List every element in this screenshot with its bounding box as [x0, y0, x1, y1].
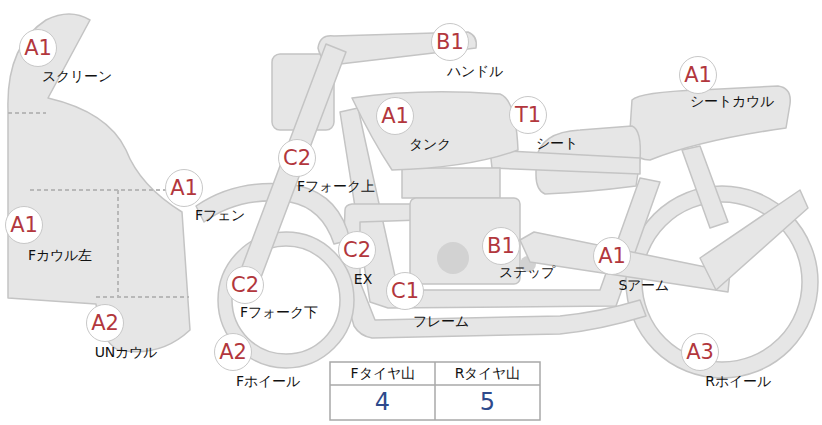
table-header: Rタイヤ山: [435, 362, 540, 385]
front-cowl: [8, 14, 190, 352]
part-name: ハンドル: [447, 62, 503, 80]
grade-callout: B1ハンドル: [431, 23, 469, 61]
grade-callout: A1シートカウル: [679, 56, 717, 94]
part-name: Rホイール: [705, 372, 771, 390]
table-value: 4: [330, 385, 435, 420]
engine-head: [402, 168, 500, 198]
part-name: ステップ: [499, 263, 555, 281]
grade-code: A1: [19, 29, 57, 67]
grade-callout: A1スクリーン: [19, 29, 57, 67]
fuel-tank: [352, 92, 518, 170]
engine-cover: [437, 242, 469, 274]
grade-callout: B1ステップ: [482, 227, 520, 265]
grade-callout: C2Fフォーク上: [278, 139, 316, 177]
cowl-section-line: [8, 112, 46, 114]
grade-callout: C2EX: [338, 231, 376, 269]
grade-code: T1: [509, 96, 547, 134]
table-value: 5: [435, 385, 540, 420]
front-fork: [234, 44, 346, 296]
grade-code: C2: [278, 139, 316, 177]
cowl-section-line: [30, 189, 170, 191]
grade-code: C1: [386, 272, 424, 310]
grade-code: C2: [338, 231, 376, 269]
part-name: シート: [536, 134, 578, 152]
grade-code: A1: [5, 206, 43, 244]
cowl-section-line: [117, 190, 119, 296]
frame-rail: [490, 150, 640, 174]
tyre-table: [330, 362, 540, 420]
part-name: タンク: [409, 135, 451, 153]
grade-callout: T1シート: [509, 96, 547, 134]
part-name: Fフォーク下: [240, 303, 318, 321]
rear-shock: [682, 146, 728, 228]
grade-code: A1: [376, 97, 414, 135]
seat-cowl: [630, 86, 790, 160]
grade-code: A2: [86, 304, 124, 342]
grade-callout: A2UNカウル: [86, 304, 124, 342]
grade-callout: C1フレーム: [386, 272, 424, 310]
part-name: スクリーン: [42, 67, 112, 85]
part-name: EX: [354, 270, 372, 288]
part-name: Fフォーク上: [297, 177, 375, 195]
grade-code: A2: [214, 333, 252, 371]
part-name: Sアーム: [619, 276, 670, 294]
grade-callout: A1Fカウル左: [5, 206, 43, 244]
part-name: Fホイール: [236, 372, 300, 390]
table-header: Fタイヤ山: [330, 362, 435, 385]
grade-code: A1: [593, 237, 631, 275]
grade-callout: A1Sアーム: [593, 237, 631, 275]
grade-callout: A1タンク: [376, 97, 414, 135]
table-rule: [434, 362, 436, 420]
part-name: フレーム: [413, 312, 469, 330]
grade-code: C2: [226, 266, 264, 304]
part-name: シートカウル: [690, 92, 774, 110]
part-name: UNカウル: [95, 343, 158, 361]
grade-code: A1: [165, 169, 203, 207]
part-name: Fカウル左: [28, 246, 92, 264]
grade-callout: A2Fホイール: [214, 333, 252, 371]
grade-callout: A3Rホイール: [681, 333, 719, 371]
grade-code: B1: [482, 227, 520, 265]
part-name: Fフェン: [195, 206, 245, 224]
grade-callout: C2Fフォーク下: [226, 266, 264, 304]
grade-code: A3: [681, 333, 719, 371]
grade-code: A1: [679, 56, 717, 94]
grade-callout: A1Fフェン: [165, 169, 203, 207]
chain-guard: [700, 190, 808, 290]
grade-code: B1: [431, 23, 469, 61]
cowl-section-line: [96, 296, 189, 298]
